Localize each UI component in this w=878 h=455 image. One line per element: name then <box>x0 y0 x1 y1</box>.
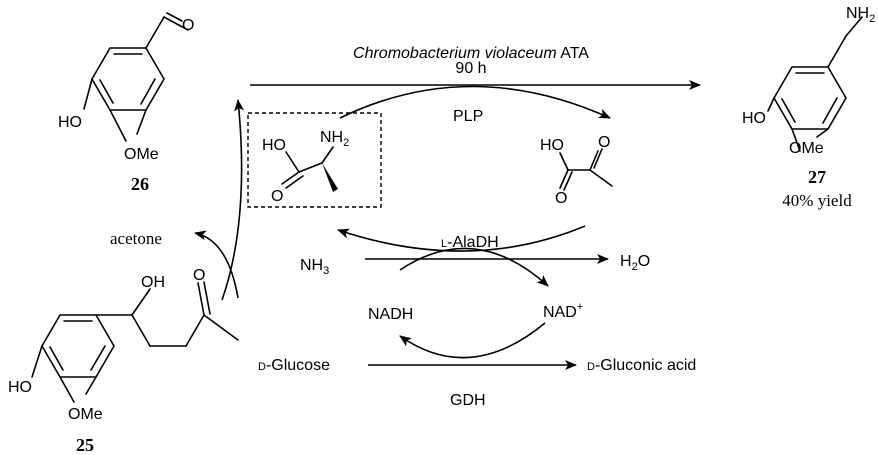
aladh-label: L-AlaDH <box>441 234 499 251</box>
nad-to-nadh-arrow <box>399 322 546 359</box>
alanine-structure: HO O NH2 <box>262 129 349 205</box>
nadh-to-nad-arrow <box>399 247 549 287</box>
plp-label: PLP <box>453 108 483 125</box>
compound-27-structure: NH2 HO OMe <box>742 5 875 157</box>
compound-26-number: 26 <box>131 174 149 194</box>
nadh-label: NADH <box>368 306 413 323</box>
acetone-label: acetone <box>110 229 162 248</box>
compound-27-number: 27 <box>808 167 826 187</box>
compound-26-methoxy-label: OMe <box>124 146 159 163</box>
compound-27-amine-label: NH2 <box>846 5 875 25</box>
pyruvate-structure: HO O O <box>540 134 613 207</box>
alanine-carbonyl-o: O <box>271 188 283 205</box>
water-label: H2O <box>620 253 650 273</box>
compound-25-hydroxy-label: HO <box>8 379 32 396</box>
glucose-label: D-Glucose <box>258 357 330 374</box>
nad-label: NAD+ <box>543 301 583 321</box>
compound-25-hydroxy-top-label: OH <box>141 274 165 291</box>
pyruvate-ketone-o: O <box>598 134 610 151</box>
compound-27-yield: 40% yield <box>782 191 852 210</box>
enzyme-ata-label: Chromobacterium violaceum ATA <box>353 45 589 62</box>
compound-26-hydroxy-label: HO <box>58 114 82 131</box>
pyruvate-carbonyl-o: O <box>555 190 567 207</box>
compound-25-structure: OH O HO OMe <box>8 267 239 423</box>
acetone-release-arrow <box>194 230 239 299</box>
alanine-amine-label: NH2 <box>320 129 349 149</box>
gluconic-acid-label: D-Gluconic acid <box>587 357 696 374</box>
compound-27-methoxy-label: OMe <box>789 140 824 157</box>
aladh-regeneration-arrow <box>337 225 586 252</box>
ammonia-label: NH3 <box>300 257 329 277</box>
retro-aldol-arrow <box>221 99 245 301</box>
alanine-hydroxy-label: HO <box>262 137 286 154</box>
compound-25-ketone-o: O <box>193 267 205 284</box>
compound-25-methoxy-label: OMe <box>68 406 103 423</box>
transamination-curved-arrow <box>339 85 611 119</box>
alanine-dashed-box <box>247 112 382 208</box>
compound-26-structure: O HO OMe <box>58 12 194 163</box>
compound-26-aldehyde-o: O <box>182 17 194 34</box>
compound-27-hydroxy-label: HO <box>742 110 766 127</box>
gdh-label: GDH <box>450 392 486 409</box>
pyruvate-hydroxy-label: HO <box>540 137 564 154</box>
reaction-time-label: 90 h <box>455 60 486 77</box>
compound-25-number: 25 <box>76 435 94 455</box>
